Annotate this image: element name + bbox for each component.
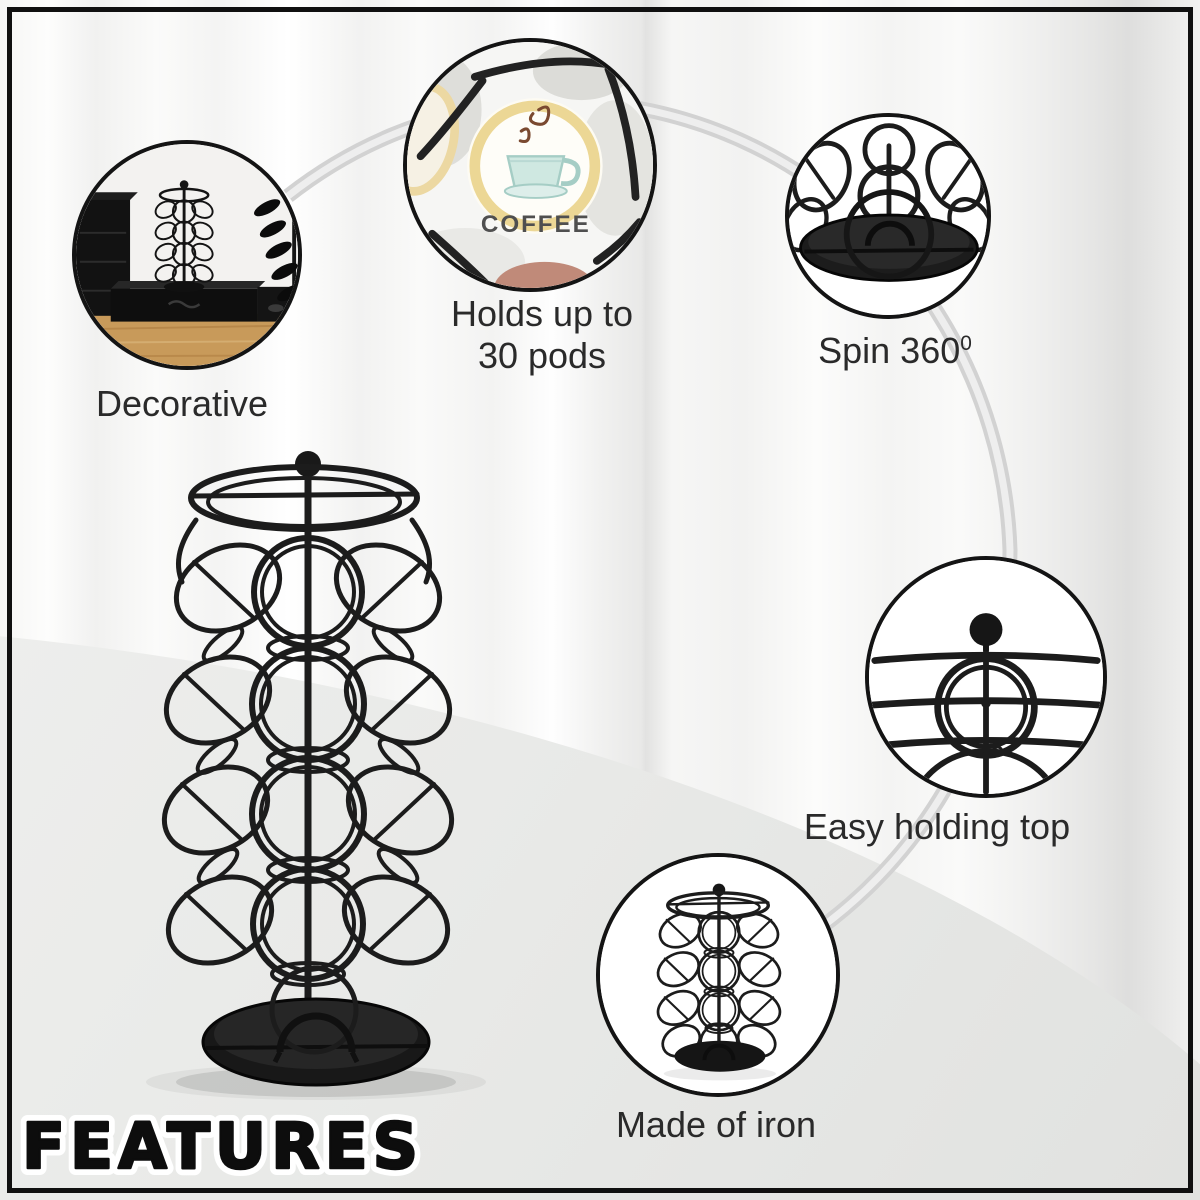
mini-base xyxy=(674,1040,766,1072)
mini-pod-holder xyxy=(154,180,214,293)
ball-finial xyxy=(295,451,321,477)
pod-drawer-stand xyxy=(110,281,298,322)
caption-decorative-text: Decorative xyxy=(95,383,269,424)
holding-top-scene xyxy=(869,560,1103,794)
iron-product-scene xyxy=(600,857,836,1093)
features-title: FEATURES FEATURES xyxy=(15,1103,425,1190)
caption-spin: Spin 3600 xyxy=(818,330,972,372)
side-column-left xyxy=(161,517,283,966)
features-title-text: FEATURES xyxy=(22,1110,423,1183)
coffee-pod-lid: COFFEE xyxy=(467,98,603,238)
product-base xyxy=(201,965,431,1087)
bottle-rack xyxy=(254,194,298,302)
coffee-cup-icon xyxy=(503,155,581,199)
caption-holding: Easy holding top xyxy=(804,806,1070,848)
caption-material-text: Made of iron xyxy=(615,1104,817,1145)
caption-capacity: Holds up to 30 pods xyxy=(451,293,633,377)
callout-pod-capacity: COFFEE xyxy=(403,38,657,292)
mini-side-columns xyxy=(656,912,782,1058)
holder-wires xyxy=(416,57,644,288)
features-title-outline: FEATURES xyxy=(22,1110,423,1183)
pod-release-arch xyxy=(276,1012,356,1053)
top-ring xyxy=(188,451,420,532)
callout-material xyxy=(596,853,840,1097)
callout-spin-base xyxy=(785,113,991,319)
caption-spin-text: Spin 360 xyxy=(818,330,961,371)
rotating-base-plate xyxy=(799,189,979,282)
caption-holding-text: Easy holding top xyxy=(803,806,1071,847)
ball-finial-closeup xyxy=(969,613,1003,647)
steam-icon xyxy=(518,105,551,144)
caption-spin-superscript: 0 xyxy=(960,332,972,355)
decorative-scene xyxy=(76,144,298,366)
side-column-right xyxy=(333,517,455,966)
caption-material: Made of iron xyxy=(616,1104,816,1146)
caption-capacity-line1: Holds up to xyxy=(450,293,634,334)
callout-decorative xyxy=(72,140,302,370)
caption-decorative: Decorative xyxy=(96,383,268,425)
caption-capacity-line2: 30 pods xyxy=(477,334,607,376)
pod-holder-product-image xyxy=(146,451,486,1100)
coffee-pod-scene: COFFEE xyxy=(407,42,653,288)
front-column xyxy=(249,535,367,987)
pod-brand-text: COFFEE xyxy=(481,211,591,238)
spin-base-scene xyxy=(789,117,987,315)
callout-holding-top xyxy=(865,556,1107,798)
